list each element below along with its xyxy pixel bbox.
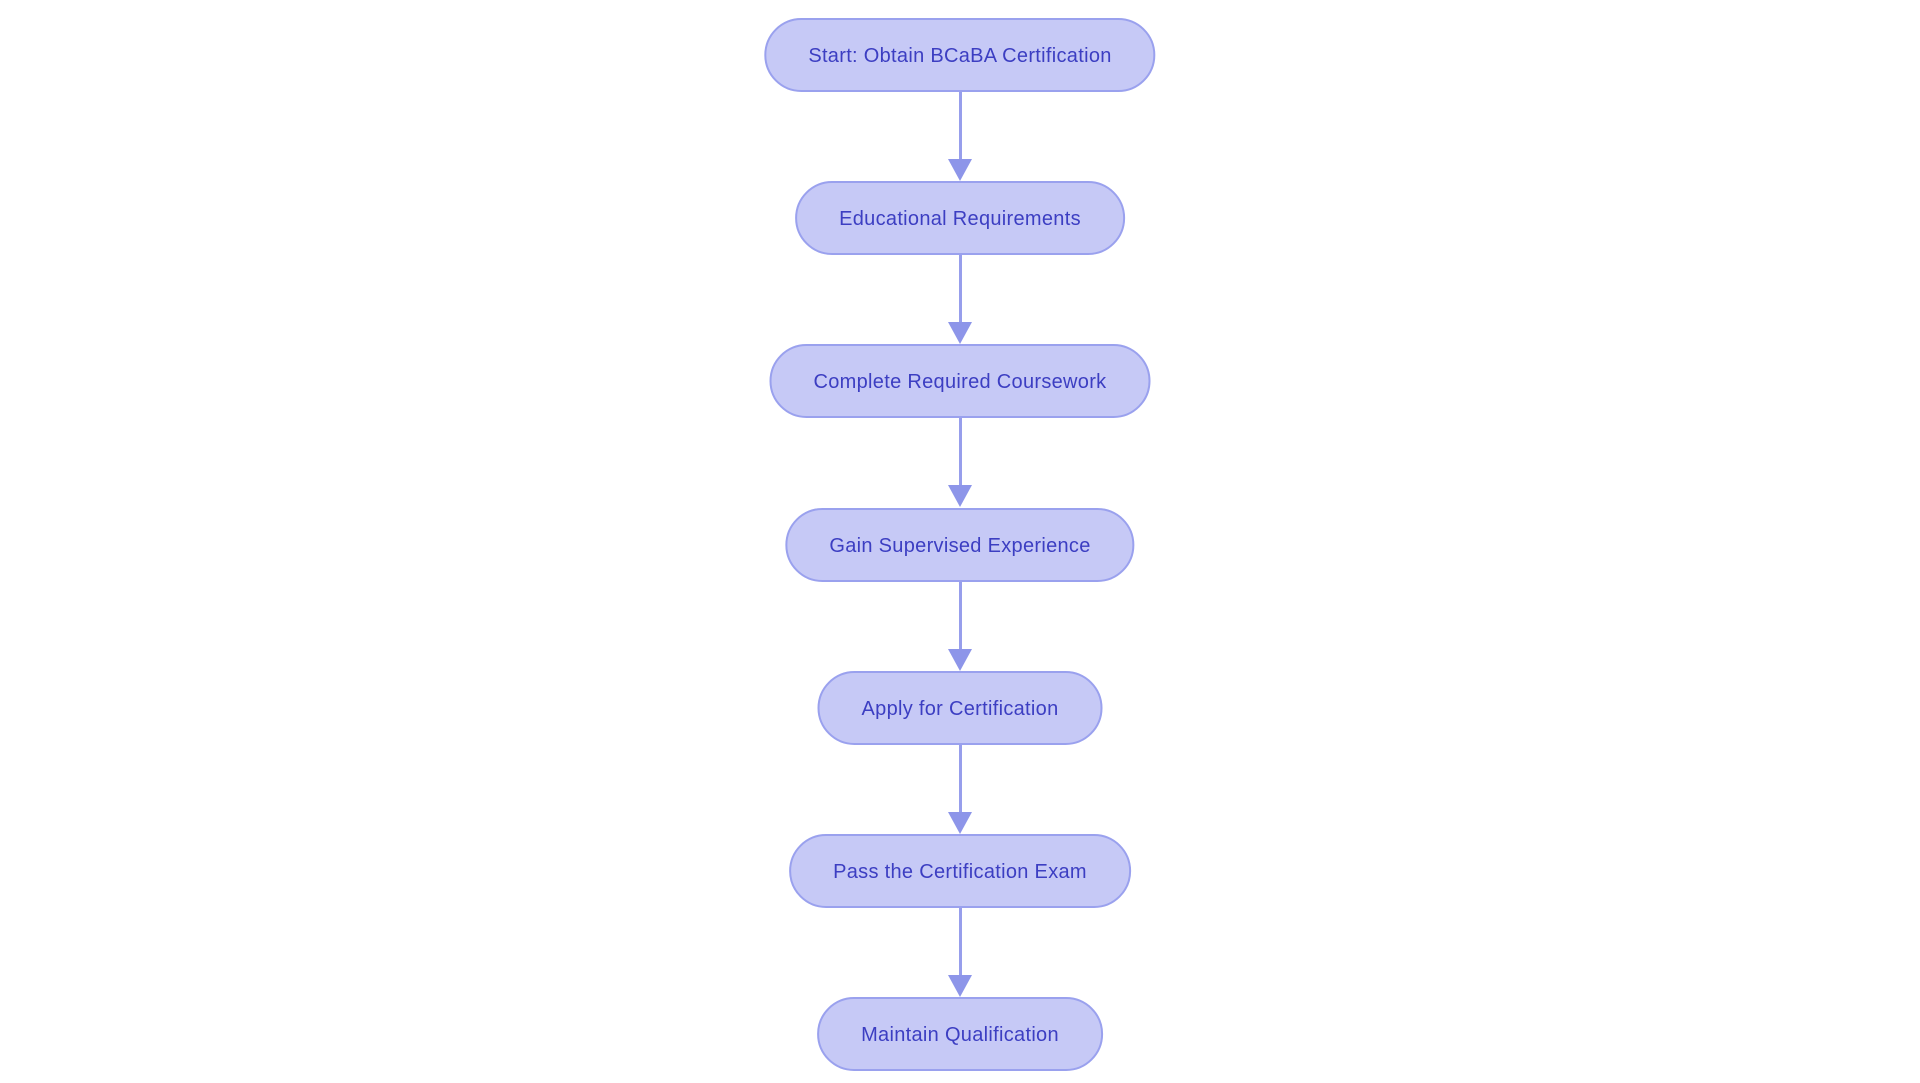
flow-node-apply-certification: Apply for Certification [817,671,1103,745]
flow-node-start: Start: Obtain BCaBA Certification [764,18,1156,92]
flow-node-supervised-experience: Gain Supervised Experience [785,508,1135,582]
flow-arrow-4 [948,582,972,671]
arrow-head-icon [948,322,972,344]
arrow-shaft [958,908,962,975]
flow-arrow-1 [948,92,972,181]
arrow-head-icon [948,975,972,997]
arrow-head-icon [948,159,972,181]
arrow-head-icon [948,649,972,671]
flow-arrow-2 [948,255,972,344]
flow-node-complete-coursework: Complete Required Coursework [769,344,1151,418]
flow-node-maintain-qualification: Maintain Qualification [817,997,1103,1071]
flow-arrow-6 [948,908,972,997]
arrow-shaft [958,745,962,812]
arrow-shaft [958,255,962,322]
flow-arrow-5 [948,745,972,834]
arrow-shaft [958,582,962,649]
flow-node-pass-exam: Pass the Certification Exam [789,834,1131,908]
flow-node-educational-requirements: Educational Requirements [795,181,1125,255]
arrow-head-icon [948,485,972,507]
arrow-shaft [958,92,962,159]
arrow-shaft [958,418,962,485]
arrow-head-icon [948,812,972,834]
flow-arrow-3 [948,418,972,507]
